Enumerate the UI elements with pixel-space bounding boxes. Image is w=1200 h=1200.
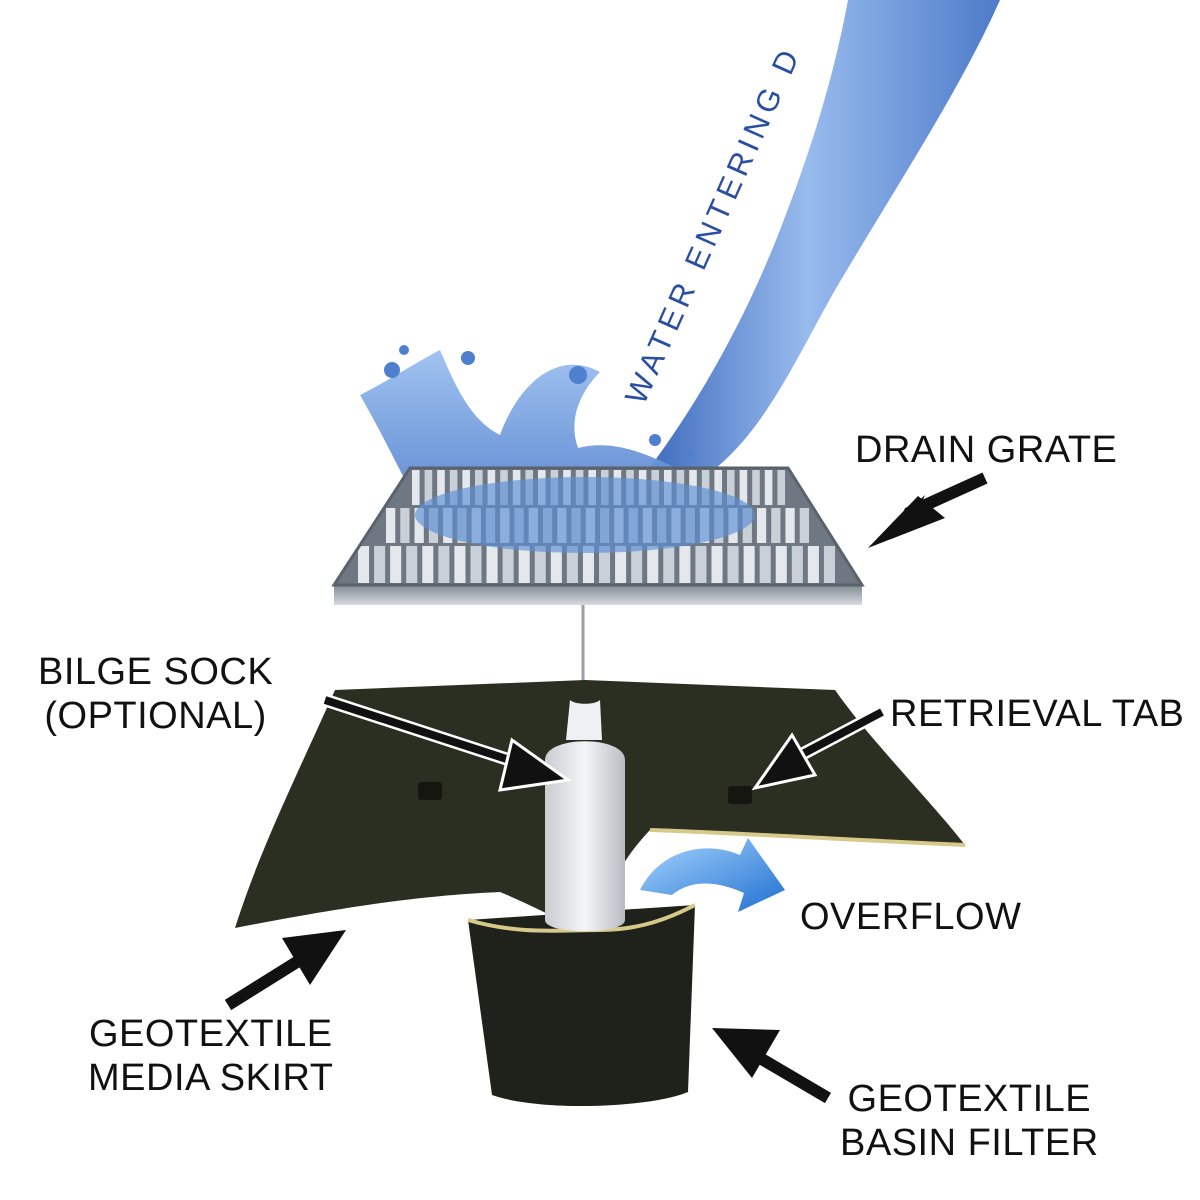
drain-grate [331, 466, 865, 605]
grate-bar [701, 470, 710, 505]
grate-bar [631, 546, 643, 583]
grate-bar [386, 508, 396, 543]
grate-bar [759, 546, 771, 583]
grate-bar [711, 546, 723, 583]
grate-bar [695, 546, 707, 583]
pointer-arrow-bilge-sock [322, 693, 572, 792]
water-droplet [399, 345, 409, 355]
grate-bar [358, 546, 370, 583]
grate-bar [390, 546, 402, 583]
grate-bar [647, 546, 659, 583]
skirt-edge-highlight [649, 828, 966, 847]
grate-bar [727, 470, 735, 505]
drain-grate-label: DRAIN GRATE [855, 429, 1118, 471]
retrieval-tab-right [728, 786, 752, 804]
grate-bar [799, 508, 809, 543]
grate-bar [756, 508, 767, 543]
grate-bar [739, 470, 748, 505]
grate-bar [599, 546, 611, 583]
grate-bar [422, 546, 434, 583]
grate-bar [663, 546, 675, 583]
grate-bar [412, 470, 420, 505]
media-skirt-label: GEOTEXTILE MEDIA SKIRT [88, 1013, 334, 1099]
grate-bar [615, 546, 627, 583]
grate-bar [823, 546, 835, 583]
grate-bar [764, 470, 773, 505]
grate-bar [714, 470, 722, 505]
grate-bar [449, 470, 458, 505]
pointer-arrow-basin-filter [712, 1028, 832, 1104]
geotextile-basin-filter [468, 905, 695, 1107]
grate-bar [534, 546, 546, 583]
water-droplet [569, 366, 587, 384]
grate-bar [791, 546, 803, 583]
overflow-label: OVERFLOW [800, 896, 1022, 938]
water-droplet [649, 434, 661, 446]
grate-bar [771, 508, 781, 543]
grate-bar [785, 508, 795, 543]
grate-bar [518, 546, 530, 583]
retrieval-tab-left [418, 782, 442, 800]
grate-bar [437, 470, 445, 505]
pointer-arrow-retrieval-tab [751, 706, 886, 791]
grate-bar [807, 546, 819, 583]
water-droplet [461, 351, 475, 365]
bilge-sock [545, 700, 625, 932]
grate-bar [502, 546, 514, 583]
grate-bar [424, 470, 433, 505]
water-stream [648, 0, 1000, 480]
overflow-arrow [640, 838, 785, 912]
water-droplet [686, 451, 694, 459]
bilge-sock-label: BILGE SOCK (OPTIONAL) [38, 651, 274, 737]
grate-bar [406, 546, 418, 583]
grate-bar [438, 546, 450, 583]
pointer-arrow-media-skirt [224, 930, 346, 1011]
grate-bar [400, 508, 410, 543]
grate-bar [775, 546, 787, 583]
grate-bar [752, 470, 760, 505]
grate-bar [454, 546, 466, 583]
grate-bar [374, 546, 386, 583]
grate-bar [679, 546, 691, 583]
grate-bar [462, 470, 470, 505]
grate-bar [582, 546, 594, 583]
grate-bar [727, 546, 739, 583]
pointer-arrow-drain-grate [868, 472, 988, 548]
water-droplet [384, 362, 400, 378]
basin-filter-label: GEOTEXTILE BASIN FILTER [840, 1078, 1099, 1164]
grate-bar [566, 546, 578, 583]
grate-bar [470, 546, 482, 583]
retrieval-tab-label: RETRIEVAL TAB [890, 693, 1185, 735]
grate-bar [414, 508, 424, 543]
grate-bar [486, 546, 498, 583]
grate-bar [550, 546, 562, 583]
grate-bar [743, 546, 755, 583]
grate-bar [777, 470, 785, 505]
